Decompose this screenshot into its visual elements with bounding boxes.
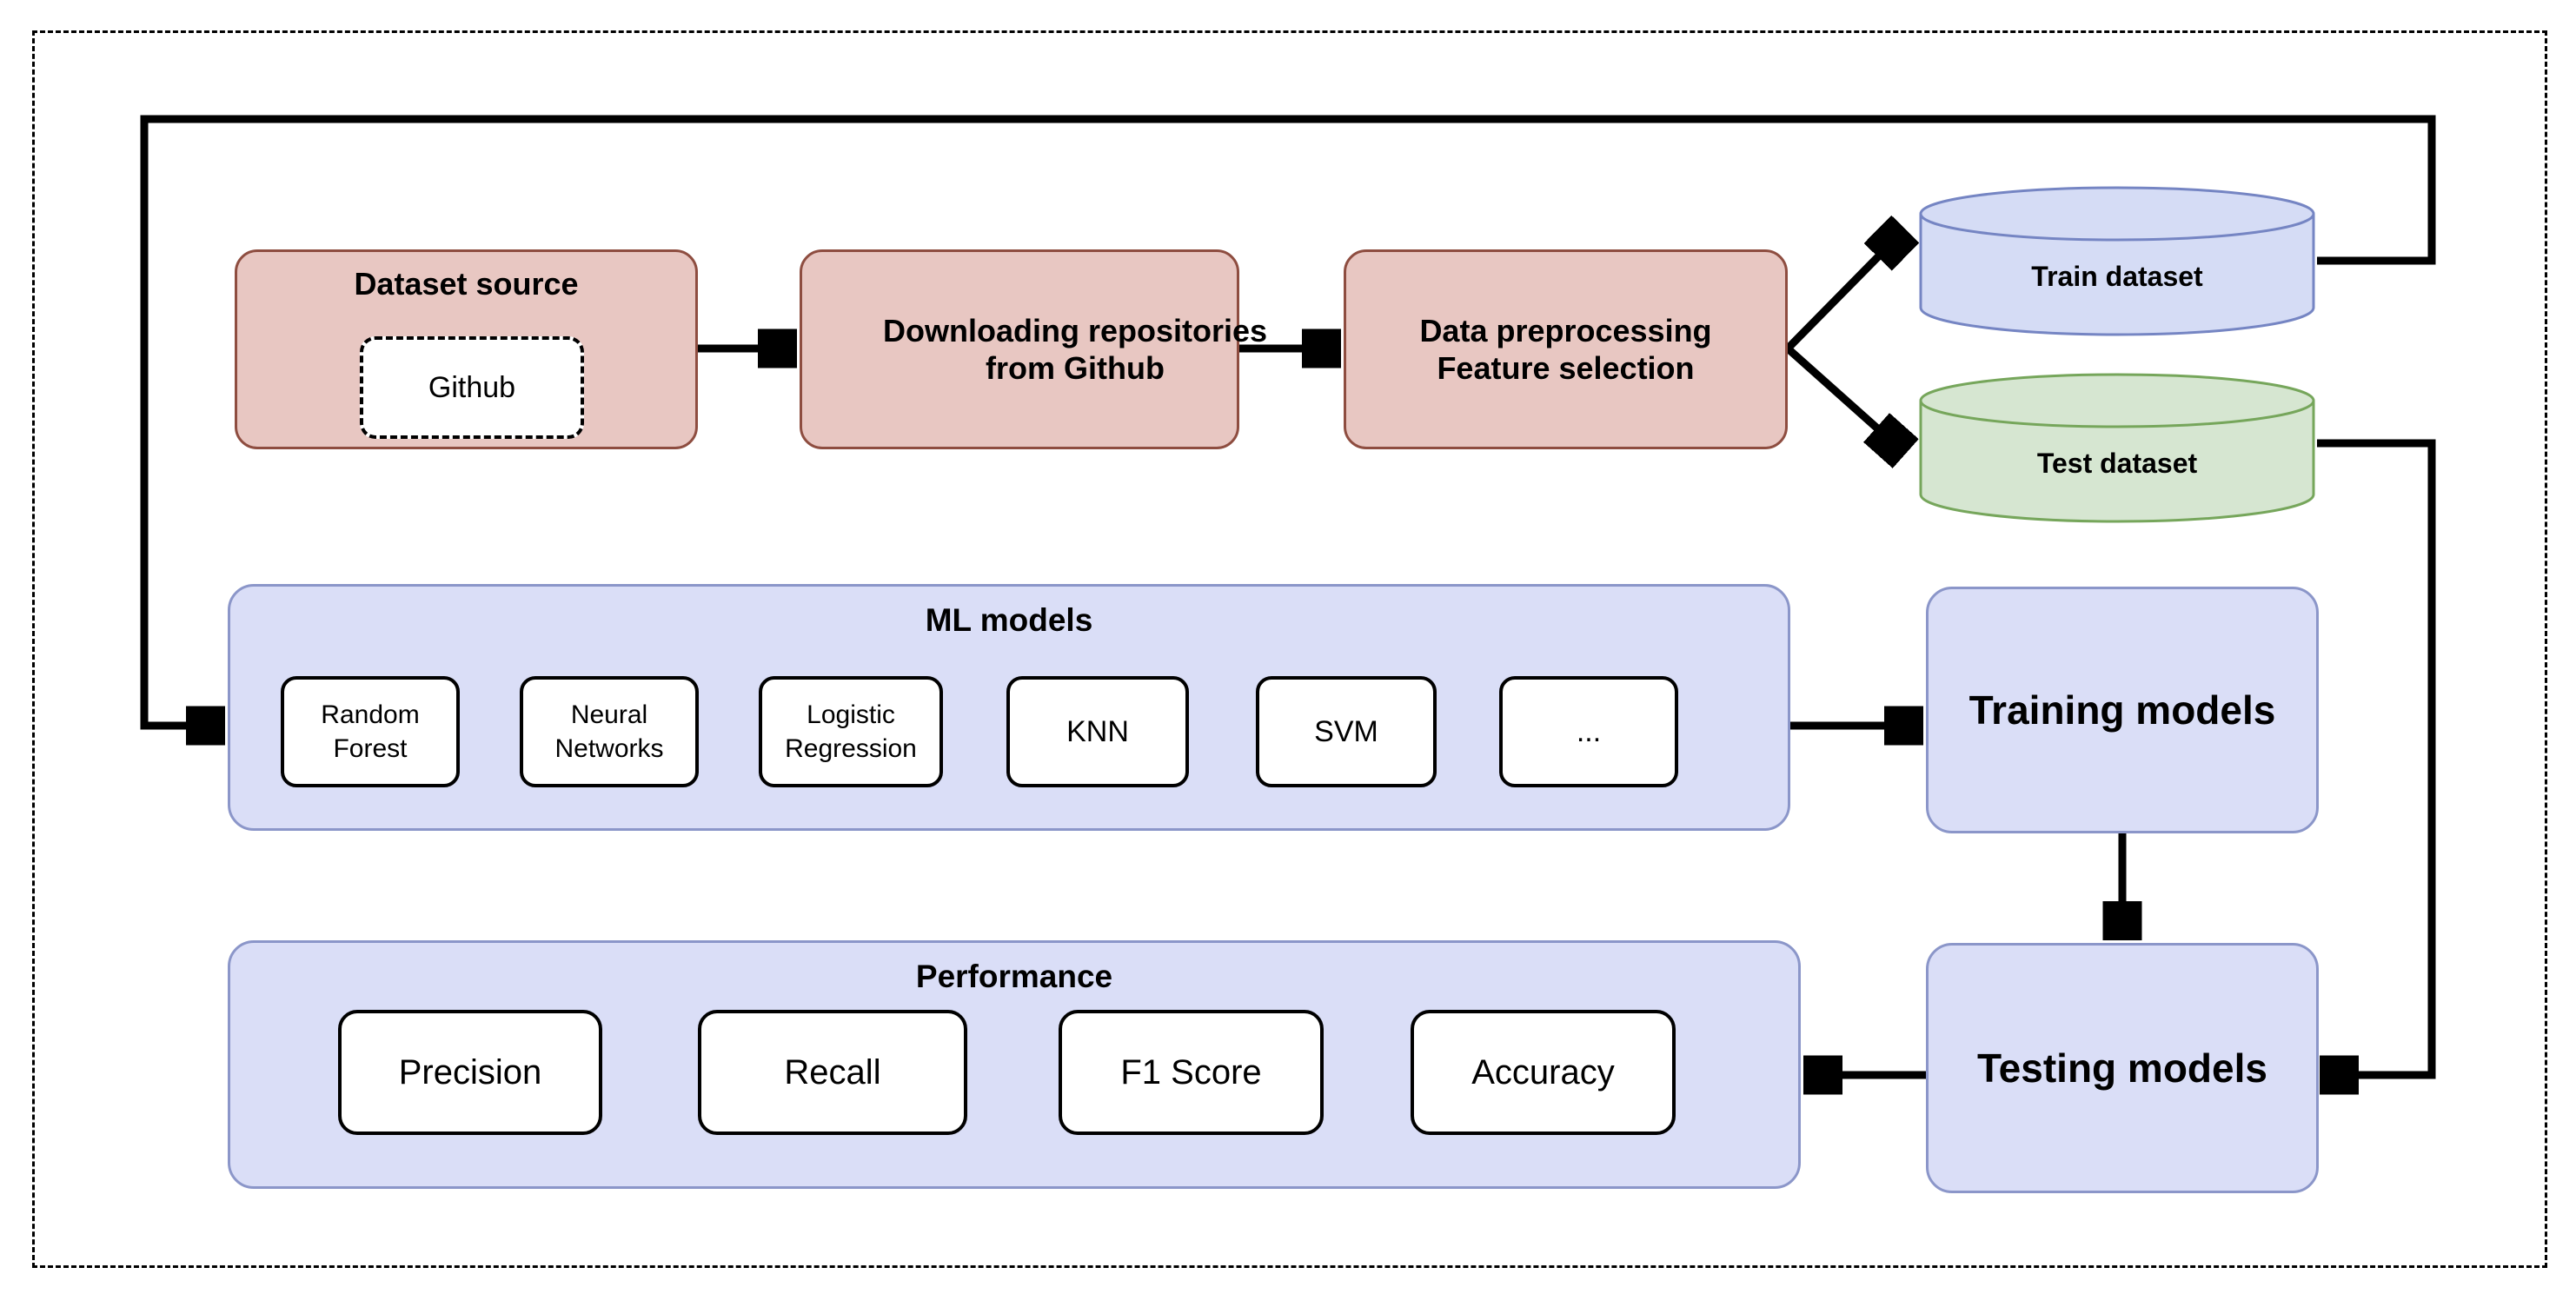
train-dataset-label: Train dataset [2031, 261, 2203, 292]
metric-f1-score: F1 Score [1059, 1010, 1324, 1135]
connector-train-feedback-to-ml-models [140, 115, 2436, 726]
training-models-box: Training models [1926, 587, 2319, 833]
dataset-source-title: Dataset source [354, 266, 579, 302]
model-chip-logistic-regression: Logistic Regression [759, 676, 943, 787]
github-node: Github [360, 336, 584, 439]
connector-preprocessing-to-train-dataset [1784, 235, 1900, 352]
preprocessing-label: Data preprocessing Feature selection [1419, 312, 1712, 386]
model-chip-random-forest: Random Forest [281, 676, 460, 787]
preprocessing-box: Data preprocessing Feature selection [1344, 249, 1788, 449]
connector-preprocessing-to-test-dataset [1785, 345, 1900, 448]
cylinder-shape-test [1919, 373, 2315, 523]
model-chip-neural-networks: Neural Networks [520, 676, 699, 787]
test-dataset-label: Test dataset [2036, 448, 2198, 479]
dataset-source-box: Dataset source Github [235, 249, 698, 449]
metric-recall: Recall [698, 1010, 967, 1135]
downloading-label: Downloading repositories from Github [882, 312, 1268, 386]
training-models-label: Training models [1969, 687, 2276, 733]
model-chip-knn: KNN [1006, 676, 1189, 787]
downloading-box: Downloading repositories from Github [800, 249, 1267, 449]
model-chip-ellipsis: ... [1499, 676, 1678, 787]
testing-models-box: Testing models [1926, 943, 2319, 1193]
testing-models-label: Testing models [1977, 1045, 2267, 1091]
connector-test-dataset-to-testing-models [2317, 439, 2436, 1075]
cylinder-shape-train [1919, 186, 2315, 336]
performance-title: Performance [915, 959, 1113, 994]
metric-accuracy: Accuracy [1411, 1010, 1676, 1135]
model-chip-svm: SVM [1256, 676, 1437, 787]
metric-precision: Precision [338, 1010, 602, 1135]
performance-panel: Performance Precision Recall F1 Score Ac… [228, 940, 1801, 1189]
test-dataset-cylinder: Test dataset [1917, 371, 2317, 526]
diagram-frame [32, 30, 2547, 1268]
github-label: Github [428, 370, 516, 404]
ml-models-panel: ML models Random Forest Neural Networks … [228, 584, 1790, 831]
ml-models-title: ML models [925, 602, 1093, 638]
train-dataset-cylinder: Train dataset [1917, 184, 2317, 339]
